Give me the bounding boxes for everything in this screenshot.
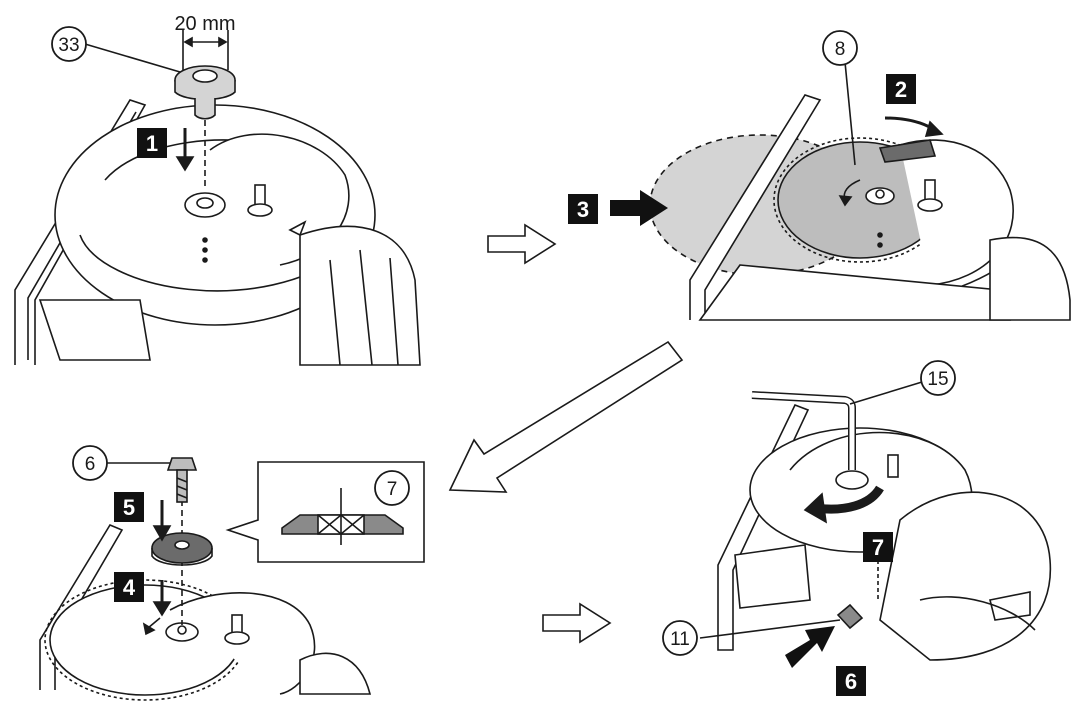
callout-15: 15 bbox=[920, 360, 956, 396]
panel-step-1 bbox=[14, 30, 421, 366]
flow-arrow-right-2 bbox=[542, 602, 612, 644]
svg-text:7: 7 bbox=[872, 535, 884, 560]
step-badge-4: 4 bbox=[114, 572, 144, 602]
svg-text:8: 8 bbox=[835, 39, 846, 60]
svg-text:3: 3 bbox=[577, 197, 589, 222]
step-badge-7: 7 bbox=[863, 532, 893, 562]
step-badge-2: 2 bbox=[886, 74, 916, 104]
panel-step-4-5 bbox=[39, 457, 372, 701]
panel-step-6-7 bbox=[699, 381, 1052, 668]
svg-text:11: 11 bbox=[670, 629, 690, 650]
svg-text:33: 33 bbox=[58, 35, 79, 56]
step-badge-5: 5 bbox=[114, 492, 144, 522]
step-badge-6: 6 bbox=[836, 666, 866, 696]
flow-arrow-diagonal bbox=[448, 340, 684, 493]
svg-text:6: 6 bbox=[845, 669, 857, 694]
step-badge-1: 1 bbox=[137, 128, 167, 158]
svg-text:7: 7 bbox=[387, 479, 398, 500]
step-badge-3: 3 bbox=[568, 194, 598, 224]
svg-text:6: 6 bbox=[85, 454, 96, 475]
svg-text:4: 4 bbox=[123, 575, 136, 600]
callout-8: 8 bbox=[822, 30, 858, 66]
callout-6-screw: 6 bbox=[72, 445, 108, 481]
callout-33: 33 bbox=[51, 26, 87, 62]
svg-text:5: 5 bbox=[123, 495, 135, 520]
panel-step-2-3 bbox=[610, 61, 1071, 321]
dimension-label: 20 mm bbox=[174, 13, 235, 35]
svg-text:15: 15 bbox=[927, 369, 948, 390]
svg-text:1: 1 bbox=[146, 131, 158, 156]
callout-11: 11 bbox=[662, 620, 698, 656]
flow-arrow-right-1 bbox=[487, 223, 557, 265]
svg-text:2: 2 bbox=[895, 77, 907, 102]
callout-7-inset: 7 bbox=[374, 470, 410, 506]
